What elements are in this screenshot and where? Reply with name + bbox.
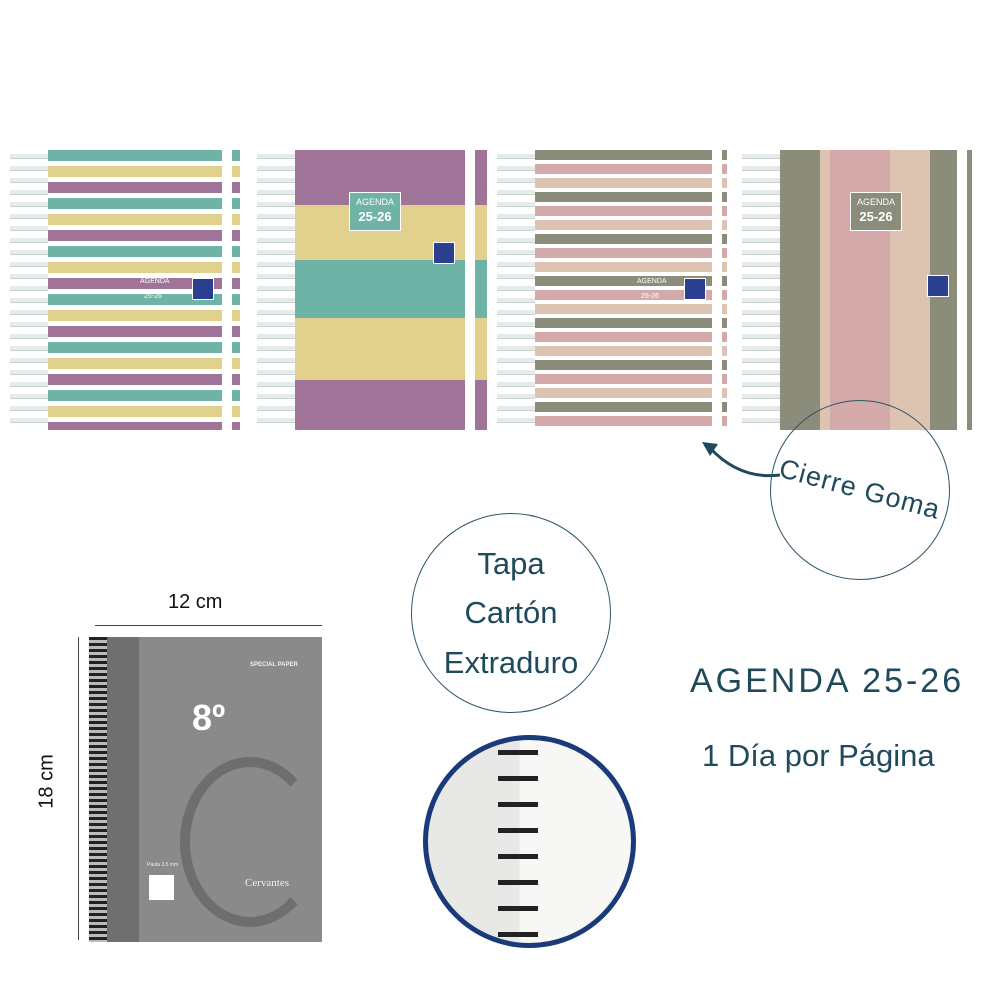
closure-callout: Cierre Goma bbox=[770, 400, 950, 580]
elastic-band bbox=[222, 150, 232, 430]
agenda-product-3: AGENDA 25-26 bbox=[497, 150, 727, 430]
cover-text-2: Cartón bbox=[464, 595, 558, 631]
subtitle: 1 Día por Página bbox=[702, 738, 935, 773]
cover-title: AGENDA bbox=[857, 197, 896, 207]
width-line bbox=[95, 625, 322, 626]
cover-title: AGENDA bbox=[356, 197, 395, 207]
cover-year: 25-26 bbox=[144, 293, 162, 300]
spiral-binding bbox=[10, 150, 55, 430]
main-title: AGENDA 25-26 bbox=[690, 662, 965, 700]
width-label: 12 cm bbox=[168, 591, 223, 613]
wire-coil bbox=[498, 740, 538, 943]
spiral-binding bbox=[89, 637, 107, 942]
brand-logo: Cervantes bbox=[245, 877, 289, 889]
cover-year: 25-26 bbox=[641, 293, 659, 300]
elastic-band bbox=[957, 150, 967, 430]
cover-title: AGENDA bbox=[140, 278, 170, 285]
spiral-binding bbox=[497, 150, 542, 430]
cover-title: AGENDA bbox=[637, 278, 667, 285]
agenda-product-1: AGENDA 25-26 bbox=[10, 150, 240, 430]
cover-text-1: Tapa bbox=[477, 545, 545, 581]
sample-notebook: SPECIAL PAPER 8º Pauta 3.5 mm Cervantes bbox=[89, 637, 322, 942]
cover-year: 25-26 bbox=[859, 208, 893, 224]
elastic-band bbox=[465, 150, 475, 430]
paper-tag: SPECIAL PAPER bbox=[250, 662, 298, 668]
cover-year: 25-26 bbox=[358, 208, 392, 224]
height-label: 18 cm bbox=[35, 754, 58, 809]
brand-logo bbox=[684, 278, 706, 300]
cover-callout: Tapa Cartón Extraduro bbox=[411, 513, 611, 713]
size-label: 8º bbox=[192, 697, 226, 738]
elastic-band bbox=[712, 150, 722, 430]
brand-logo bbox=[192, 278, 214, 300]
spine bbox=[107, 637, 139, 942]
spiral-binding bbox=[742, 150, 787, 430]
ruling-label: Pauta 3.5 mm bbox=[147, 862, 179, 868]
brand-logo bbox=[433, 242, 455, 264]
height-line bbox=[78, 637, 79, 940]
closure-text: Cierre Goma bbox=[776, 453, 944, 526]
swoosh bbox=[180, 757, 320, 927]
cover-text-3: Extraduro bbox=[443, 644, 579, 680]
spiral-binding bbox=[257, 150, 302, 430]
spiral-photo bbox=[423, 735, 636, 948]
brand-logo bbox=[927, 275, 949, 297]
ruling-swatch bbox=[149, 875, 174, 900]
